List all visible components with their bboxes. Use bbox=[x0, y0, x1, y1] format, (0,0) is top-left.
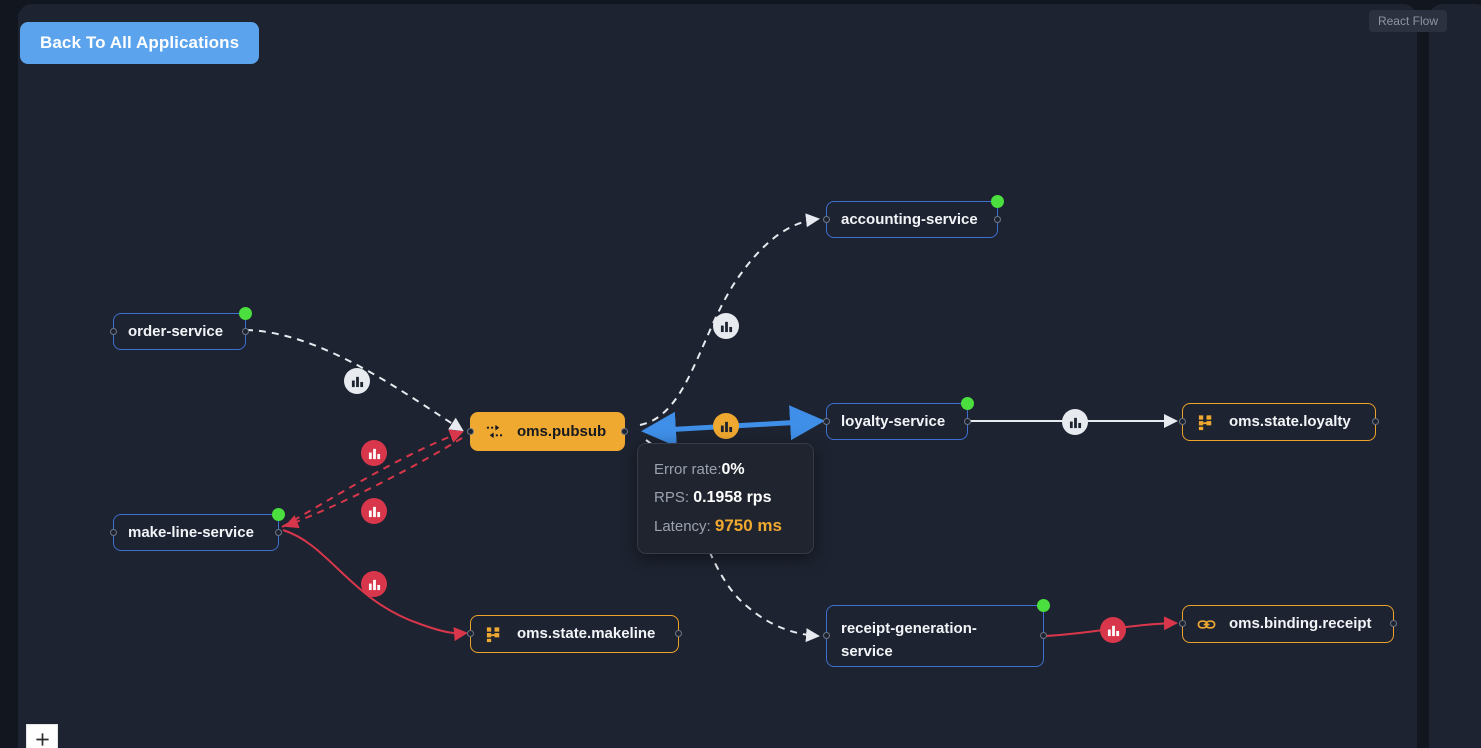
state-store-icon bbox=[485, 625, 504, 644]
node-receipt-generation-service[interactable]: receipt-generation- service bbox=[823, 599, 1050, 667]
handle-right[interactable] bbox=[1040, 632, 1047, 639]
handle-right[interactable] bbox=[621, 427, 628, 435]
node-label: oms.state.makeline bbox=[517, 625, 656, 643]
edge-metrics-tooltip: Error rate:0% RPS: 0.1958 rps Latency: 9… bbox=[637, 443, 814, 554]
react-flow-attribution[interactable]: React Flow bbox=[1368, 10, 1447, 32]
handle-left[interactable] bbox=[823, 215, 830, 223]
handle-left[interactable] bbox=[110, 528, 117, 536]
badge-pubsub-to-loyalty[interactable] bbox=[713, 413, 739, 439]
handle-right[interactable] bbox=[994, 215, 1001, 223]
zoom-in-button[interactable] bbox=[26, 724, 58, 748]
handle-left[interactable] bbox=[467, 630, 474, 637]
status-indicator-healthy bbox=[239, 307, 252, 320]
handle-right[interactable] bbox=[964, 417, 971, 425]
node-make-line-service[interactable]: make-line-service bbox=[110, 508, 285, 551]
handle-right[interactable] bbox=[675, 630, 682, 637]
node-label: order-service bbox=[128, 322, 224, 340]
badge-loyalty-to-state-loyalty[interactable] bbox=[1062, 409, 1088, 435]
badge-receipt-to-binding[interactable] bbox=[1100, 617, 1126, 643]
node-accounting-service[interactable]: accounting-service bbox=[823, 195, 1004, 238]
bar-chart-icon bbox=[1069, 417, 1081, 428]
status-indicator-healthy bbox=[1037, 599, 1050, 612]
node-loyalty-service[interactable]: loyalty-service bbox=[823, 397, 974, 440]
pubsub-icon bbox=[485, 422, 504, 441]
status-indicator-healthy bbox=[272, 508, 285, 521]
bar-chart-icon bbox=[1107, 625, 1119, 636]
tooltip-error-rate-label: Error rate: bbox=[654, 461, 722, 478]
tooltip-latency-label: Latency: bbox=[654, 518, 711, 536]
handle-left[interactable] bbox=[823, 632, 830, 639]
tooltip-latency-row: Latency: 9750 ms bbox=[654, 511, 797, 540]
node-label: oms.state.loyalty bbox=[1229, 413, 1351, 431]
handle-right[interactable] bbox=[242, 327, 249, 335]
handle-right[interactable] bbox=[1372, 418, 1379, 425]
node-label: oms.binding.receipt bbox=[1229, 615, 1372, 633]
handle-left[interactable] bbox=[823, 417, 830, 425]
node-oms-state-makeline[interactable]: oms.state.makeline bbox=[467, 615, 682, 653]
badge-pubsub-to-makeline-b[interactable] bbox=[361, 498, 387, 524]
bar-chart-icon bbox=[368, 579, 380, 590]
badge-pubsub-to-makeline-a[interactable] bbox=[361, 440, 387, 466]
handle-right[interactable] bbox=[1390, 620, 1397, 627]
status-indicator-healthy bbox=[991, 195, 1004, 208]
handle-left[interactable] bbox=[1179, 418, 1186, 425]
handle-left[interactable] bbox=[467, 427, 474, 435]
link-icon bbox=[1197, 615, 1216, 634]
plus-icon bbox=[35, 732, 49, 746]
node-oms-binding-receipt[interactable]: oms.binding.receipt bbox=[1179, 605, 1397, 643]
node-oms-pubsub[interactable]: oms.pubsub bbox=[467, 412, 628, 451]
tooltip-error-rate-row: Error rate:0% bbox=[654, 456, 797, 484]
side-panel bbox=[1429, 4, 1481, 748]
handle-right[interactable] bbox=[275, 528, 282, 536]
handle-left[interactable] bbox=[1179, 620, 1186, 627]
node-label: make-line-service bbox=[128, 523, 254, 541]
node-label: accounting-service bbox=[841, 210, 978, 228]
bar-chart-icon bbox=[368, 448, 380, 459]
tooltip-latency-value: 9750 ms bbox=[714, 516, 783, 536]
back-to-all-applications-button[interactable]: Back To All Applications bbox=[20, 22, 260, 64]
node-order-service[interactable]: order-service bbox=[110, 307, 252, 350]
tooltip-error-rate-value: 0% bbox=[721, 461, 745, 478]
bar-chart-icon bbox=[720, 321, 732, 332]
badge-makeline-to-state-makeline[interactable] bbox=[361, 571, 387, 597]
bar-chart-icon bbox=[368, 506, 380, 517]
badge-order-to-pubsub[interactable] bbox=[344, 368, 370, 394]
status-indicator-healthy bbox=[961, 397, 974, 410]
node-label: loyalty-service bbox=[841, 412, 946, 430]
tooltip-rps-row: RPS: 0.1958 rps bbox=[654, 484, 797, 512]
zoom-controls bbox=[26, 724, 58, 748]
tooltip-rps-value: 0.1958 rps bbox=[693, 488, 772, 506]
badge-pubsub-to-accounting[interactable] bbox=[713, 313, 739, 339]
bar-chart-icon bbox=[720, 421, 732, 432]
node-label: receipt-generation- service bbox=[841, 620, 977, 661]
state-store-icon bbox=[1197, 413, 1216, 432]
handle-left[interactable] bbox=[110, 327, 117, 335]
tooltip-rps-label: RPS: bbox=[654, 488, 690, 506]
node-label: oms.pubsub bbox=[517, 422, 607, 440]
node-oms-state-loyalty[interactable]: oms.state.loyalty bbox=[1179, 403, 1379, 441]
bar-chart-icon bbox=[351, 376, 363, 387]
